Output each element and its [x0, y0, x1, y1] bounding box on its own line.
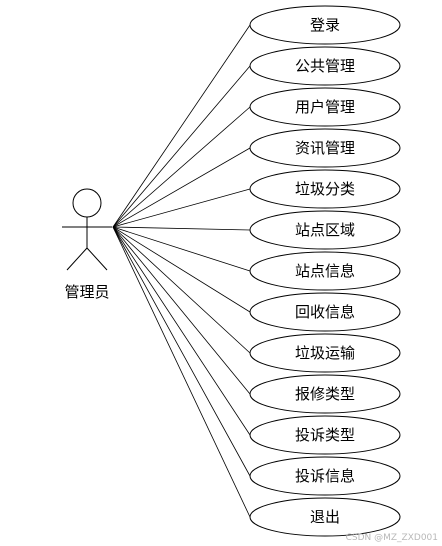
association-line-user-mgmt	[112, 106, 251, 228]
association-line-site-area	[112, 226, 251, 231]
use-case-ellipse	[249, 333, 401, 373]
association-line-waste-transport	[112, 226, 251, 354]
use-case-login: 登录	[249, 5, 401, 45]
use-case-label: 公共管理	[295, 57, 355, 75]
actor-right-leg	[86, 247, 108, 271]
actor-head	[72, 188, 102, 218]
association-line-recycle-info	[112, 226, 251, 313]
use-case-user-mgmt: 用户管理	[249, 87, 401, 127]
actor-admin: 管理员	[62, 188, 112, 301]
use-case-label: 登录	[310, 16, 340, 34]
use-case-list: 登录公共管理用户管理资讯管理垃圾分类站点区域站点信息回收信息垃圾运输报修类型投诉…	[249, 5, 401, 537]
use-case-recycle-info: 回收信息	[249, 292, 401, 332]
use-case-repair-type: 报修类型	[249, 374, 401, 414]
association-line-complaint-type	[112, 226, 251, 436]
use-case-complaint-info: 投诉信息	[249, 456, 401, 496]
use-case-ellipse	[249, 46, 401, 86]
use-case-label: 垃圾分类	[295, 180, 355, 198]
use-case-site-area: 站点区域	[249, 210, 401, 250]
use-case-ellipse	[249, 251, 401, 291]
watermark-text: CSDN @MZ_ZXD001	[346, 533, 438, 543]
use-case-label: 垃圾运输	[295, 344, 355, 362]
use-case-label: 站点信息	[295, 262, 355, 280]
use-case-ellipse	[249, 456, 401, 496]
association-line-site-info	[112, 226, 251, 272]
use-case-label: 回收信息	[295, 303, 355, 321]
use-case-label: 退出	[310, 508, 340, 526]
use-case-ellipse	[249, 497, 401, 537]
association-line-logout	[112, 226, 251, 518]
use-case-ellipse	[249, 5, 401, 45]
use-case-ellipse	[249, 87, 401, 127]
association-line-public-mgmt	[112, 65, 251, 228]
use-case-ellipse	[249, 374, 401, 414]
use-case-label: 站点区域	[295, 221, 355, 239]
association-line-repair-type	[112, 226, 251, 395]
use-case-ellipse	[249, 415, 401, 455]
association-line-complaint-info	[112, 226, 251, 477]
use-case-label: 报修类型	[295, 385, 355, 403]
use-case-ellipse	[249, 210, 401, 250]
use-case-label: 资讯管理	[295, 139, 355, 157]
use-case-site-info: 站点信息	[249, 251, 401, 291]
use-case-ellipse	[249, 292, 401, 332]
use-case-label: 投诉信息	[295, 467, 355, 485]
use-case-public-mgmt: 公共管理	[249, 46, 401, 86]
use-case-waste-transport: 垃圾运输	[249, 333, 401, 373]
use-case-label: 投诉类型	[295, 426, 355, 444]
use-case-complaint-type: 投诉类型	[249, 415, 401, 455]
use-case-waste-category: 垃圾分类	[249, 169, 401, 209]
use-case-ellipse	[249, 169, 401, 209]
actor-left-leg	[66, 247, 88, 271]
use-case-label: 用户管理	[295, 98, 355, 116]
association-line-waste-category	[112, 188, 251, 228]
association-lines	[112, 24, 251, 518]
use-case-news-mgmt: 资讯管理	[249, 128, 401, 168]
association-line-login	[112, 24, 251, 228]
use-case-ellipse	[249, 128, 401, 168]
association-line-news-mgmt	[112, 147, 251, 228]
actor-label: 管理员	[64, 283, 109, 301]
use-case-logout: 退出	[249, 497, 401, 537]
